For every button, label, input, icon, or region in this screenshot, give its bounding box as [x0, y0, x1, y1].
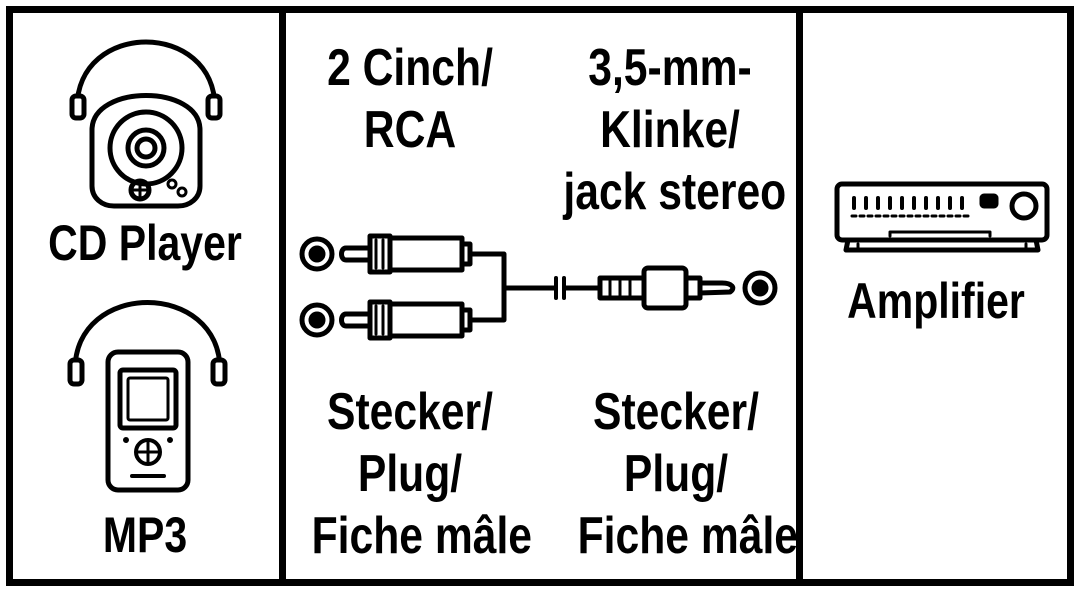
rca-plug-top-icon — [339, 233, 507, 291]
jack-type-line3: Fiche mâle — [577, 507, 799, 565]
jack-title-line1: 3,5-mm- — [588, 39, 752, 97]
divider-right — [796, 6, 803, 586]
rca-type-line2: Plug/ — [357, 445, 463, 503]
jack-type-line1: Stecker/ — [593, 383, 759, 441]
cd-player-headphones-icon — [69, 39, 223, 209]
outer-border — [6, 6, 1074, 586]
y-cable — [501, 276, 603, 300]
rca-socket-bottom-icon — [299, 302, 335, 338]
rca-title-line2: RCA — [363, 101, 457, 159]
jack-socket-icon — [742, 270, 778, 306]
amplifier-icon — [834, 181, 1050, 253]
divider-left — [279, 6, 286, 586]
amplifier-label: Amplifier — [847, 273, 1025, 329]
cd-player-label: CD Player — [48, 215, 242, 271]
jack-plug-icon — [597, 265, 736, 311]
jack-title-line3: jack stereo — [563, 163, 787, 221]
rca-type-line1: Stecker/ — [327, 383, 493, 441]
rca-type-line3: Fiche mâle — [311, 507, 533, 565]
mp3-player-headphones-icon — [67, 300, 228, 493]
rca-socket-top-icon — [299, 236, 335, 272]
jack-type-line2: Plug/ — [623, 445, 729, 503]
rca-title-line1: 2 Cinch/ — [327, 39, 493, 97]
mp3-label: MP3 — [102, 507, 188, 563]
jack-title-line2: Klinke/ — [600, 101, 740, 159]
rca-plug-bottom-icon — [339, 285, 507, 341]
